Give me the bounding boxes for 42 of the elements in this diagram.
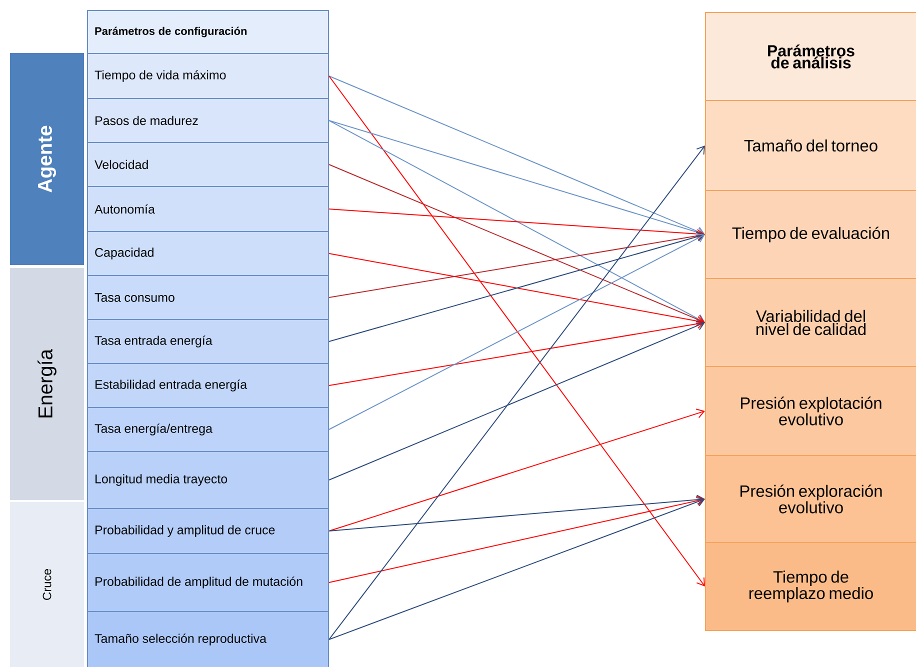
parameter-cell: Probabilidad de amplitud de mutación: [87, 553, 329, 612]
parameter-cell: Longitud media trayecto: [87, 451, 329, 509]
analysis-cell: Presión explotación evolutivo: [705, 366, 916, 456]
analysis-cell: Tamaño del torneo: [705, 100, 916, 191]
parameter-cell: Pasos de madurez: [87, 98, 329, 143]
arrow: [328, 146, 705, 640]
parameter-cell: Velocidad: [87, 142, 329, 187]
arrow: [328, 232, 705, 342]
arrow: [328, 208, 705, 239]
arrow: [328, 76, 705, 236]
analysis-cell: Tiempo de reemplazo medio: [705, 542, 916, 631]
header-cell: Parámetros de configuración: [87, 10, 329, 54]
parameter-cell: Tasa entrada energía: [87, 319, 329, 364]
arrow: [328, 497, 705, 640]
header-cell: Parámetros de análisis: [705, 12, 916, 101]
arrow: [328, 496, 705, 583]
arrow: [328, 408, 705, 532]
parameter-cell: Estabilidad entrada energía: [87, 363, 329, 408]
group-band: Energía: [10, 268, 84, 500]
arrow: [328, 76, 705, 586]
arrow: [328, 253, 705, 326]
arrow: [328, 234, 706, 430]
group-band: Cruce: [10, 502, 84, 667]
analysis-cell: Variabilidad del nivel de calidad: [705, 278, 916, 367]
parameter-cell: Tasa energía/entrega: [87, 407, 329, 452]
parameter-cell: Tasa consumo: [87, 275, 329, 320]
arrow: [328, 164, 705, 324]
analysis-cell: Presión exploración evolutivo: [705, 455, 916, 543]
arrow: [328, 320, 705, 480]
arrow: [328, 120, 705, 237]
node-label: Tamaño selección reproductiva: [94, 634, 266, 646]
parameter-cell: Capacidad: [87, 231, 329, 276]
arrow: [328, 318, 705, 386]
parameter-cell: Tiempo de vida máximo: [87, 53, 329, 99]
arrow: [328, 120, 705, 324]
parameter-cell: Autonomía: [87, 186, 329, 232]
group-band: Agente: [10, 53, 84, 265]
analysis-cell: Tiempo de evaluación: [705, 190, 916, 279]
arrow: [328, 494, 705, 532]
arrow: [328, 230, 705, 298]
parameter-cell: Probabilidad y amplitud de cruce: [87, 508, 329, 554]
parameter-cell: Tamaño selección reproductiva: [87, 611, 329, 667]
